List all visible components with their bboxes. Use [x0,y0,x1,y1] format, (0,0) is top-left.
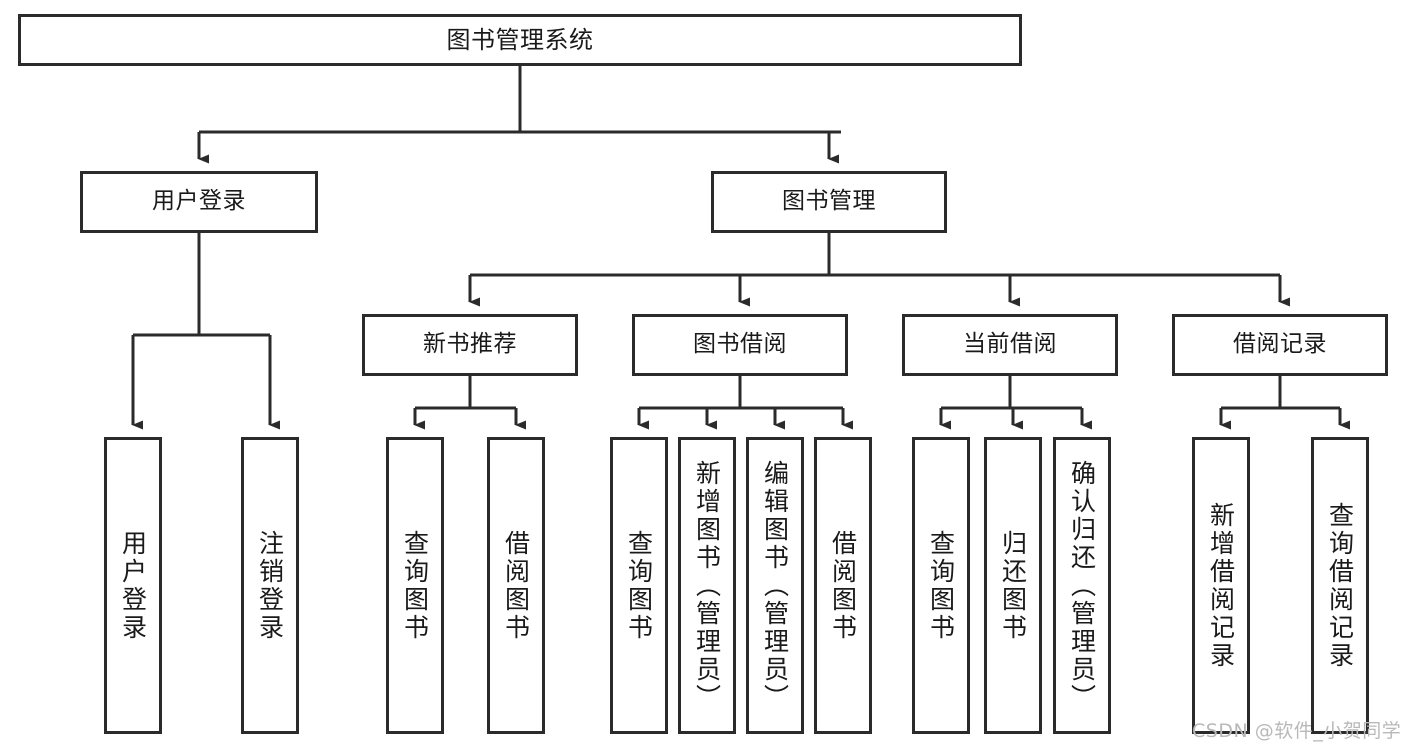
node-leaf-query-book-current[interactable]: 查询图书 [912,437,970,734]
node-leaf-return-book-label: 归还图书 [998,529,1028,642]
node-leaf-query-book-borrow[interactable]: 查询图书 [610,437,668,734]
node-user-login[interactable]: 用户登录 [80,171,318,233]
node-leaf-query-book-recommend[interactable]: 查询图书 [386,437,444,734]
node-new-book-recommend[interactable]: 新书推荐 [362,314,578,376]
node-book-management[interactable]: 图书管理 [711,171,947,233]
node-borrow-record-label: 借阅记录 [1233,331,1327,358]
node-leaf-add-borrow-record-label: 新增借阅记录 [1206,501,1236,670]
node-leaf-query-book-borrow-label: 查询图书 [624,529,654,642]
node-leaf-logout[interactable]: 注销登录 [241,437,299,734]
node-leaf-query-borrow-record-label: 查询借阅记录 [1325,501,1355,670]
node-current-borrow-label: 当前借阅 [963,331,1057,358]
node-leaf-borrow-book-label: 借阅图书 [828,529,858,642]
node-book-borrow[interactable]: 图书借阅 [632,314,848,376]
node-leaf-add-book[interactable]: 新增图书（管理员） [678,437,736,734]
node-leaf-return-book[interactable]: 归还图书 [984,437,1042,734]
node-leaf-user-login-label: 用户登录 [118,529,148,642]
node-leaf-borrow-book-recommend[interactable]: 借阅图书 [487,437,545,734]
node-root[interactable]: 图书管理系统 [18,14,1022,66]
node-leaf-confirm-return[interactable]: 确认归还（管理员） [1053,437,1111,734]
node-leaf-query-book-current-label: 查询图书 [926,529,956,642]
node-leaf-query-book-recommend-label: 查询图书 [400,529,430,642]
node-current-borrow[interactable]: 当前借阅 [902,314,1118,376]
node-root-label: 图书管理系统 [446,25,594,54]
node-leaf-add-borrow-record[interactable]: 新增借阅记录 [1192,437,1250,734]
node-user-login-label: 用户登录 [152,188,246,215]
node-borrow-record[interactable]: 借阅记录 [1172,314,1388,376]
node-leaf-query-borrow-record[interactable]: 查询借阅记录 [1311,437,1369,734]
node-leaf-borrow-book[interactable]: 借阅图书 [814,437,872,734]
csdn-watermark: CSDN @软件_小贺同学 [1192,720,1402,742]
node-leaf-edit-book-label: 编辑图书（管理员） [760,459,790,712]
node-book-borrow-label: 图书借阅 [693,331,787,358]
node-leaf-logout-label: 注销登录 [255,529,285,642]
node-leaf-borrow-book-recommend-label: 借阅图书 [501,529,531,642]
node-leaf-add-book-label: 新增图书（管理员） [692,459,722,712]
node-leaf-user-login[interactable]: 用户登录 [104,437,162,734]
node-new-book-recommend-label: 新书推荐 [423,331,517,358]
node-book-management-label: 图书管理 [782,188,876,215]
node-leaf-confirm-return-label: 确认归还（管理员） [1067,459,1097,712]
node-leaf-edit-book[interactable]: 编辑图书（管理员） [746,437,804,734]
